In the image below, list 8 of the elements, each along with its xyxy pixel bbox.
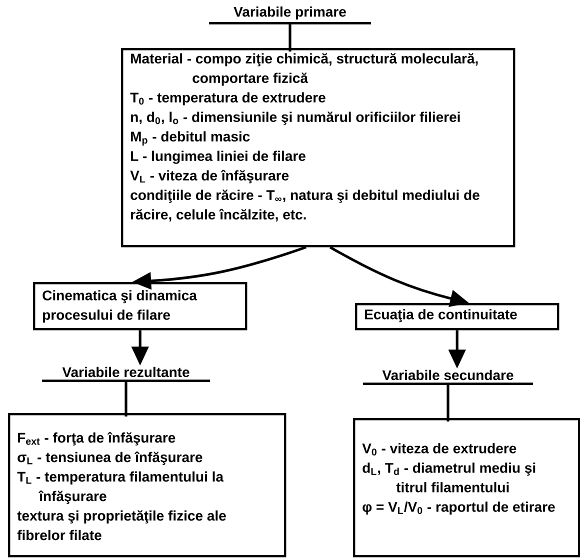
process-box: Ecuaţia de continuitate [355,303,560,330]
heading: Variabile secundare [363,370,533,386]
variable-box: V$_{0}$ - viteza de extrudere d$_{L}$, T$_{d}$ - diametrul mediu şi titrul filamentului φ = V$_{L}$/V$_{0}$ - raportul de etirare [353,418,580,558]
variable-box: F$_{ext}$ - forţa de înfăşurare σ$_{L}$ - tensiunea de înfăşurare T$_{L}$ - temperatura filamentului la înfăşurare textura şi proprietăţile fizice ale fibrelor filate [8,413,286,558]
variable-box: Material - compo ziţie chimică, structură moleculară, comportare fizică T$_{0}$ - temperatura de extrudere n, d$_{0}$, l$_{o}$ - dimensiunile şi numărul orificiilor filierei M$_{p}$ - debitul masic L - lungimea liniei de filare V$_{L}$ - viteza de înfăşurare condiţiile de răcire - T$_{∞}$, natura şi debitul mediului de răcire, celule încălzite, etc. [121,48,516,248]
heading: Variabile rezultante [42,366,210,382]
process-box: Cinematica şi dinamica procesului de filare [33,282,248,330]
heading: Variabile primare [209,6,371,24]
